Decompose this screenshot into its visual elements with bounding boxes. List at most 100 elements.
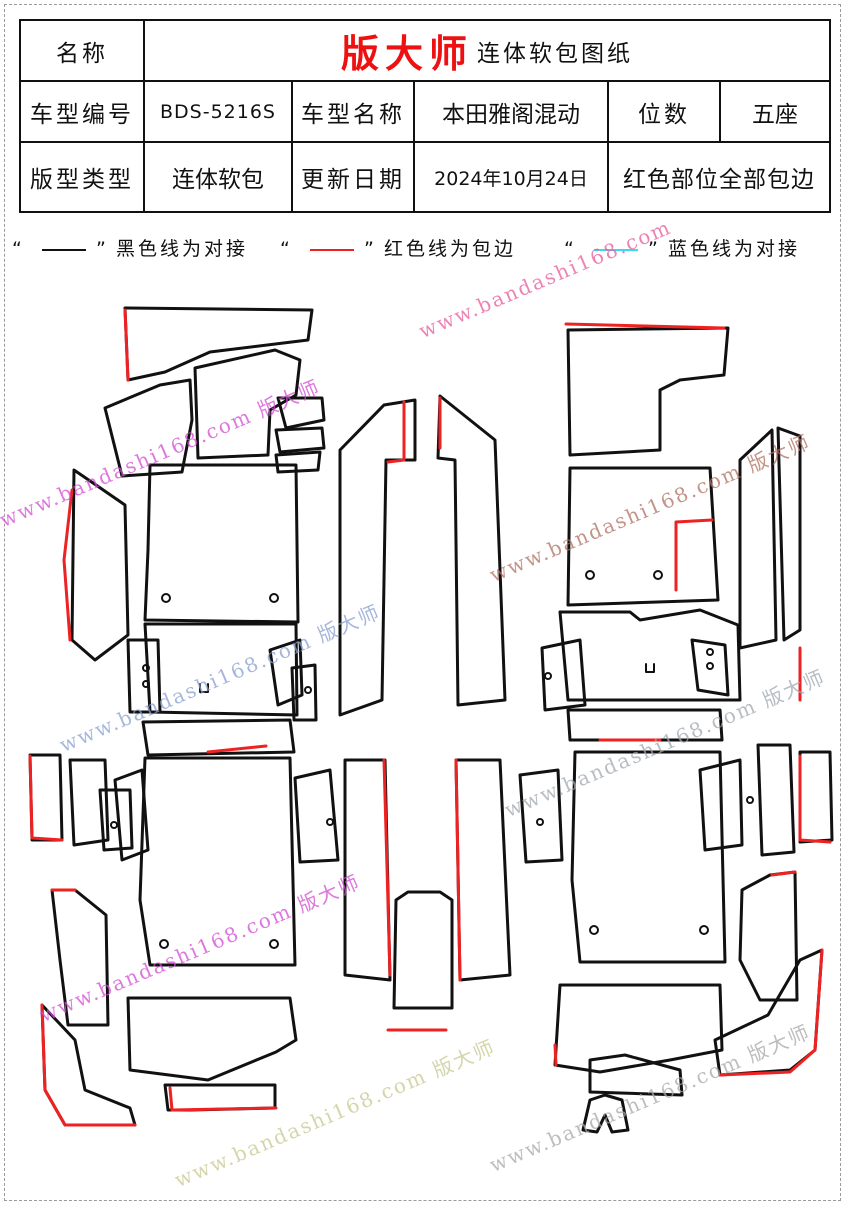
pattern-piece	[798, 750, 834, 844]
binding-edge	[206, 744, 268, 754]
update-date-label: 更新日期	[291, 141, 415, 213]
model-code-label: 车型编号	[19, 80, 145, 143]
pattern-piece	[343, 758, 392, 982]
pattern-piece	[776, 426, 802, 642]
edge-binding-lines	[28, 308, 832, 1127]
pattern-piece	[566, 326, 730, 457]
pattern-piece	[113, 768, 150, 862]
info-table: 名称 版大师连体软包图纸 车型编号 BDS-5216S 车型名称 本田雅阁混动 …	[19, 19, 832, 213]
mount-holes	[110, 570, 754, 949]
legend-item-red: “”红色线为包边	[280, 234, 516, 261]
pattern-piece	[126, 638, 162, 714]
binding-edge	[553, 1043, 558, 1067]
binding-edge	[564, 322, 726, 330]
mount-hole	[746, 796, 754, 804]
legend-label-black: 黑色线为对接	[116, 238, 249, 260]
pattern-piece	[274, 450, 322, 474]
pattern-piece	[123, 306, 314, 382]
update-date: 2024年10月24日	[413, 141, 609, 213]
mount-hole	[304, 686, 312, 694]
pattern-piece	[163, 1083, 277, 1112]
pattern-piece	[70, 468, 130, 662]
pattern-piece	[138, 756, 297, 967]
pattern-piece	[276, 396, 326, 430]
name-label: 名称	[19, 19, 145, 82]
pattern-piece	[28, 753, 64, 842]
pattern-piece	[588, 1053, 684, 1097]
pattern-piece	[98, 788, 134, 852]
binding-edge	[168, 1086, 278, 1112]
binding-edge	[454, 758, 462, 982]
mount-hole	[159, 939, 169, 949]
line-legend: “”黑色线为对接 “”红色线为包边 “”蓝色线为对接	[12, 234, 842, 266]
pattern-piece	[141, 718, 296, 757]
binding-edge	[674, 518, 714, 592]
legend-swatch-blue	[594, 248, 638, 251]
pattern-piece	[566, 708, 724, 742]
pattern-piece	[738, 870, 799, 1002]
pattern-piece	[566, 466, 720, 607]
mount-hole	[706, 662, 714, 670]
model-name: 本田雅阁混动	[413, 80, 609, 143]
seats-label: 位数	[607, 80, 721, 143]
pattern-type-label: 版型类型	[19, 141, 145, 213]
legend-swatch-red	[310, 248, 354, 251]
pattern-piece	[68, 758, 110, 847]
mount-hole	[142, 664, 150, 672]
drawing-title: 连体软包图纸	[477, 40, 634, 67]
pattern-piece	[193, 348, 302, 460]
binding-edge	[798, 754, 832, 844]
seats-value: 五座	[718, 80, 832, 143]
legend-item-black: “ ” 黑色线为对接	[12, 234, 248, 261]
legend-quote: ”	[364, 238, 377, 260]
mount-hole	[536, 818, 544, 826]
edge-note: 红色部位全部包边	[606, 141, 832, 213]
mount-hole	[269, 593, 279, 603]
title-cell: 版大师连体软包图纸	[142, 19, 832, 82]
mount-hole	[269, 939, 279, 949]
binding-edge	[770, 870, 797, 877]
binding-edge	[718, 948, 824, 1077]
mount-hole	[161, 593, 171, 603]
pattern-piece	[581, 1093, 630, 1134]
binding-edge	[40, 1003, 137, 1127]
pattern-piece	[454, 758, 512, 982]
mount-hole	[585, 570, 595, 580]
legend-quote: “	[564, 238, 577, 260]
pattern-piece	[338, 398, 417, 717]
pattern-piece	[268, 638, 304, 707]
pattern-piece	[436, 394, 507, 707]
legend-quote: “	[12, 238, 25, 260]
pattern-piece	[293, 768, 340, 864]
model-code: BDS-5216S	[143, 80, 293, 143]
pattern-piece	[392, 890, 454, 1010]
mount-hole	[589, 925, 599, 935]
mount-hole	[544, 672, 552, 680]
legend-item-blue: “”蓝色线为对接	[564, 234, 800, 261]
binding-edge	[28, 754, 64, 842]
pattern-piece	[690, 638, 730, 697]
mount-hole	[326, 818, 334, 826]
u-slot	[645, 663, 655, 673]
pattern-piece	[558, 608, 742, 702]
pattern-piece	[570, 750, 727, 964]
legend-quote: ”	[96, 238, 109, 260]
legend-label-red: 红色线为包边	[384, 238, 517, 260]
binding-edge	[382, 758, 392, 977]
legend-quote: ”	[648, 238, 661, 260]
binding-edge	[386, 400, 406, 464]
pattern-piece	[143, 463, 300, 624]
brand-title: 版大师	[341, 32, 474, 76]
mount-hole	[653, 570, 663, 580]
pattern-piece	[756, 743, 796, 857]
mount-hole	[699, 925, 709, 935]
pattern-piece	[126, 996, 298, 1082]
pattern-piece	[274, 426, 326, 454]
model-name-label: 车型名称	[291, 80, 415, 143]
u-slot	[199, 683, 209, 693]
pattern-piece	[290, 663, 318, 722]
pattern-piece	[518, 768, 564, 864]
binding-edge	[62, 488, 74, 642]
mount-hole	[706, 648, 714, 656]
